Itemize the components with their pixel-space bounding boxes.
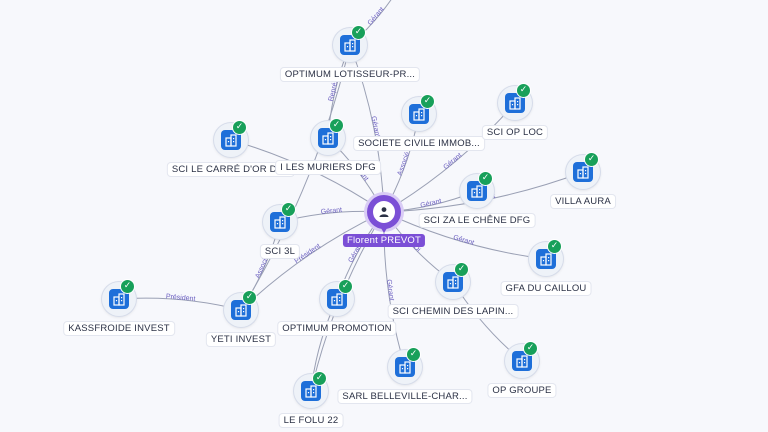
verified-check-icon: ✓ <box>547 239 562 254</box>
verified-check-icon: ✓ <box>406 347 421 362</box>
company-label: LE FOLU 22 <box>279 414 343 427</box>
company-label: I LES MURIERS DFG <box>276 161 380 174</box>
edge-label: Gérant <box>452 234 475 247</box>
building-icon <box>327 289 347 309</box>
verified-check-icon: ✓ <box>338 279 353 294</box>
verified-check-icon: ✓ <box>281 202 296 217</box>
verified-check-icon: ✓ <box>478 171 493 186</box>
edge-center-optimum-lotisseur <box>349 44 385 213</box>
verified-check-icon: ✓ <box>120 279 135 294</box>
edge-center-sci-op-loc <box>383 102 516 213</box>
person-pin-tail <box>379 225 389 233</box>
building-icon <box>231 300 251 320</box>
verified-check-icon: ✓ <box>351 25 366 40</box>
building-icon <box>318 128 338 148</box>
person-icon <box>373 201 395 223</box>
building-icon <box>443 272 463 292</box>
building-icon <box>409 104 429 124</box>
verified-check-icon: ✓ <box>584 152 599 167</box>
edge-label: Gérant <box>420 198 442 210</box>
company-label: OPTIMUM LOTISSEUR-PR... <box>280 68 420 81</box>
edge-label: Associé <box>254 254 270 279</box>
edge-label: Gérant <box>385 279 395 301</box>
edge-label: Président <box>166 293 196 303</box>
building-icon <box>536 249 556 269</box>
building-icon <box>395 357 415 377</box>
edge-label: Associé <box>397 151 412 177</box>
verified-check-icon: ✓ <box>454 262 469 277</box>
company-label: SCI LE CARRÉ D'OR DF... <box>167 163 295 176</box>
building-icon <box>109 289 129 309</box>
verified-check-icon: ✓ <box>329 118 344 133</box>
edge-label: Gérant <box>367 6 386 27</box>
building-icon <box>270 212 290 232</box>
company-label: VILLA AURA <box>551 195 615 208</box>
verified-check-icon: ✓ <box>523 341 538 356</box>
edge-label: Gérant <box>370 116 381 138</box>
company-label: YETI INVEST <box>206 333 276 346</box>
verified-check-icon: ✓ <box>312 371 327 386</box>
building-icon <box>505 93 525 113</box>
building-icon <box>301 381 321 401</box>
company-label: SCI 3L <box>260 245 300 258</box>
edge-label: Gérant <box>442 152 463 171</box>
company-label: GFA DU CAILLOU <box>501 282 591 295</box>
company-label: OP GROUPE <box>488 384 556 397</box>
person-pin <box>367 195 401 229</box>
company-label: KASSFROIDE INVEST <box>64 322 174 335</box>
edge-label: Gérant <box>320 207 342 216</box>
building-icon <box>512 351 532 371</box>
building-icon <box>221 130 241 150</box>
verified-check-icon: ✓ <box>420 94 435 109</box>
verified-check-icon: ✓ <box>516 83 531 98</box>
building-icon <box>340 35 360 55</box>
company-label: SCI OP LOC <box>482 126 548 139</box>
building-icon <box>573 162 593 182</box>
company-label: OPTIMUM PROMOTION <box>278 322 396 335</box>
company-label: SARL BELLEVILLE-CHAR... <box>338 390 472 403</box>
edge-center-gfa-du-caillou <box>383 211 547 260</box>
edge-label: Di <box>412 244 422 254</box>
person-label: Florent PREVOT <box>342 234 426 247</box>
company-label: SOCIETE CIVILE IMMOB... <box>354 137 484 150</box>
company-label: SCI ZA LE CHÊNE DFG <box>419 214 535 227</box>
verified-check-icon: ✓ <box>242 290 257 305</box>
verified-check-icon: ✓ <box>232 120 247 135</box>
company-label: SCI CHEMIN DES LAPIN... <box>388 305 518 318</box>
building-icon <box>467 181 487 201</box>
